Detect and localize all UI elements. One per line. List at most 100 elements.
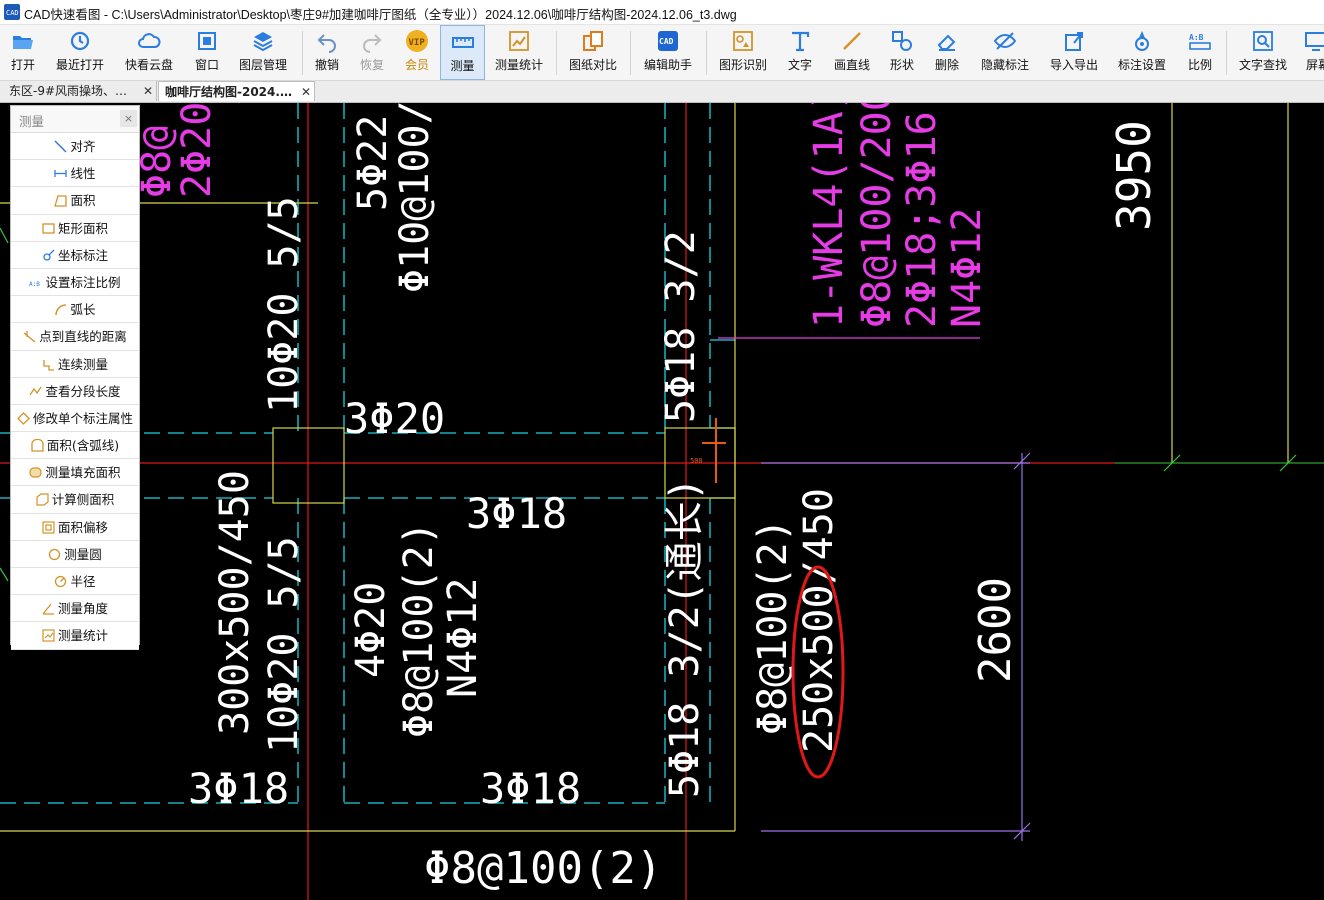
layers-icon	[253, 32, 273, 52]
eye-hidden-icon	[993, 32, 1017, 50]
area-icon	[54, 195, 68, 208]
radius-icon	[55, 575, 67, 588]
shape-recognize-icon	[733, 31, 753, 51]
side-area-icon	[36, 493, 49, 507]
cad-edit-icon: CAD	[658, 31, 678, 51]
measure-angle-item[interactable]: 测量角度	[11, 595, 139, 623]
measure-continuous-item[interactable]: 连续测量	[11, 350, 139, 378]
measure-statistics-item[interactable]: 测量统计	[11, 622, 139, 650]
text-search-button[interactable]: 文字查找	[1236, 25, 1290, 80]
measure-point-to-line-item[interactable]: 点到直线的距离	[11, 323, 139, 351]
column-outlines	[0, 103, 1289, 832]
ruler-icon	[451, 37, 474, 48]
align-measure-icon	[54, 140, 68, 153]
annotations: 2Φ20 Φ8@ 5Φ22 Φ10@100/200 10Φ20 5/5 3Φ20…	[134, 103, 1161, 894]
shapes-button[interactable]: 形状	[886, 25, 918, 80]
label-3phi18-a: 3Φ18	[466, 489, 567, 538]
main-toolbar: 打开 最近打开 快看云盘 窗口 图层管理 撤销 恢复 VIP 会员 测量 测量统…	[0, 25, 1324, 81]
measure-area-item[interactable]: 面积	[11, 187, 139, 215]
screen-icon	[1305, 32, 1324, 51]
edit-annotation-icon	[17, 411, 30, 425]
linear-measure-icon	[54, 170, 68, 178]
history-icon	[70, 31, 90, 51]
label-5phi18-a: 5Φ18 3/2	[658, 230, 704, 423]
label-250x500: 250x500/450	[796, 488, 842, 753]
undo-button[interactable]: 撤销	[308, 25, 346, 80]
measure-coordinate-item[interactable]: 坐标标注	[11, 241, 139, 269]
svg-text:CAD: CAD	[659, 37, 674, 46]
dimension-500-label: 500	[690, 457, 703, 465]
measure-area-offset-item[interactable]: 面积偏移	[11, 513, 139, 541]
drawing-compare-button[interactable]: 图纸对比	[566, 25, 620, 80]
open-button[interactable]: 打开	[4, 25, 42, 80]
tab-east-district[interactable]: 东区-9#风雨操场、食… ✕	[3, 81, 157, 101]
cloud-drive-button[interactable]: 快看云盘	[122, 25, 176, 80]
angle-icon	[42, 603, 54, 615]
measure-fill-area-item[interactable]: 测量填充面积	[11, 459, 139, 487]
layer-manage-button[interactable]: 图层管理	[236, 25, 290, 80]
recent-open-button[interactable]: 最近打开	[54, 25, 106, 80]
label-5phi18-b: 5Φ18 3/2(通长)	[662, 477, 708, 798]
text-t-icon	[792, 31, 810, 52]
vip-button[interactable]: VIP 会员	[400, 25, 434, 80]
edit-assistant-button[interactable]: CAD 编辑助手	[640, 25, 696, 80]
label-phi10: Φ10@100/200	[392, 103, 438, 293]
toolbar-separator	[556, 31, 557, 75]
label-3phi18-c: 3Φ18	[480, 764, 581, 813]
highlight-ellipse	[791, 565, 845, 779]
measure-circle-item[interactable]: 测量圆	[11, 540, 139, 568]
green-ticks	[0, 227, 1297, 582]
cad-app-icon: CAD	[4, 4, 20, 20]
svg-text:CAD: CAD	[6, 9, 19, 17]
shape-recognize-button[interactable]: 图形识别	[716, 25, 770, 80]
label-phi8-3: Φ8@100(2)	[750, 518, 796, 735]
eraser-icon	[937, 34, 956, 51]
redo-icon	[363, 34, 382, 53]
label-n4-b: N4Φ12	[440, 578, 486, 698]
measure-panel-title: 测量	[19, 114, 45, 129]
drawing-canvas[interactable]: 500 2Φ20 Φ8@ 5Φ22 Φ10@100/200 10Φ20 5/5 …	[0, 103, 1324, 900]
measure-edit-annotation-item[interactable]: 修改单个标注属性	[11, 404, 139, 433]
measure-arc-length-item[interactable]: 弧长	[11, 296, 139, 324]
measure-side-area-item[interactable]: 计算侧面积	[11, 486, 139, 514]
annotation-settings-button[interactable]: 标注设置	[1114, 25, 1170, 80]
toolbar-separator	[1226, 31, 1227, 75]
close-icon[interactable]: ✕	[300, 85, 311, 99]
scale-button[interactable]: A:B 比例	[1182, 25, 1218, 80]
measure-linear-item[interactable]: 线性	[11, 160, 139, 188]
fill-area-icon	[29, 467, 43, 478]
cloud-icon	[138, 33, 161, 48]
measure-segment-length-item[interactable]: 查看分段长度	[11, 377, 139, 405]
title-bar: CAD CAD快速看图 - C:\Users\Administrator\Des…	[0, 0, 1324, 25]
circle-measure-icon	[49, 548, 61, 560]
measure-radius-item[interactable]: 半径	[11, 568, 139, 596]
label-n4-a: N4Φ12	[944, 208, 990, 328]
toolbar-separator	[302, 31, 303, 75]
screen-button[interactable]: 屏幕	[1304, 25, 1324, 80]
tab-cafe-structure[interactable]: 咖啡厅结构图-2024.1… ✕	[158, 81, 315, 101]
draw-line-button[interactable]: 画直线	[830, 25, 874, 80]
dimension-lines	[718, 337, 1031, 841]
measure-stats-button[interactable]: 测量统计	[492, 25, 546, 80]
close-icon[interactable]: ×	[120, 110, 137, 127]
measure-align-item[interactable]: 对齐	[11, 133, 139, 161]
svg-text:A:B: A:B	[1189, 33, 1204, 42]
scale-icon: A:B	[29, 281, 40, 288]
window-title: CAD快速看图 - C:\Users\Administrator\Desktop…	[24, 8, 737, 22]
chart-icon	[509, 31, 529, 51]
text-button[interactable]: 文字	[784, 25, 816, 80]
close-icon[interactable]: ✕	[142, 84, 153, 98]
import-export-button[interactable]: 导入导出	[1046, 25, 1102, 80]
delete-button[interactable]: 删除	[930, 25, 964, 80]
measure-rect-area-item[interactable]: 矩形面积	[11, 214, 139, 242]
folder-open-icon	[13, 36, 33, 49]
measure-area-arc-item[interactable]: 面积(含弧线)	[11, 432, 139, 460]
measure-button[interactable]: 测量	[440, 25, 485, 80]
redo-button[interactable]: 恢复	[354, 25, 390, 80]
hide-annotation-button[interactable]: 隐藏标注	[978, 25, 1032, 80]
label-300x500: 300x500/450	[212, 470, 258, 735]
import-export-icon	[1065, 32, 1083, 51]
window-button[interactable]: 窗口	[190, 25, 224, 80]
toolbar-separator	[630, 31, 631, 75]
